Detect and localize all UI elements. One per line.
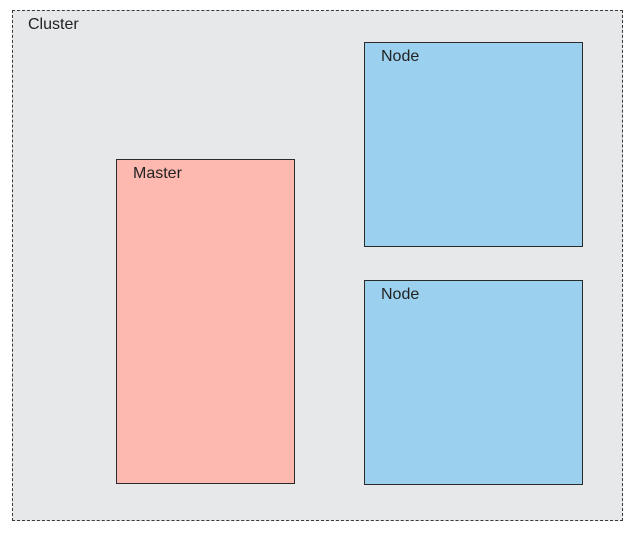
node-box-1: Node [364,42,583,247]
node-box-2: Node [364,280,583,485]
node-label-1: Node [381,48,420,65]
cluster-label: Cluster [28,16,79,33]
node-label-2: Node [381,286,420,303]
master-box: Master [116,159,295,484]
master-label: Master [133,165,182,182]
